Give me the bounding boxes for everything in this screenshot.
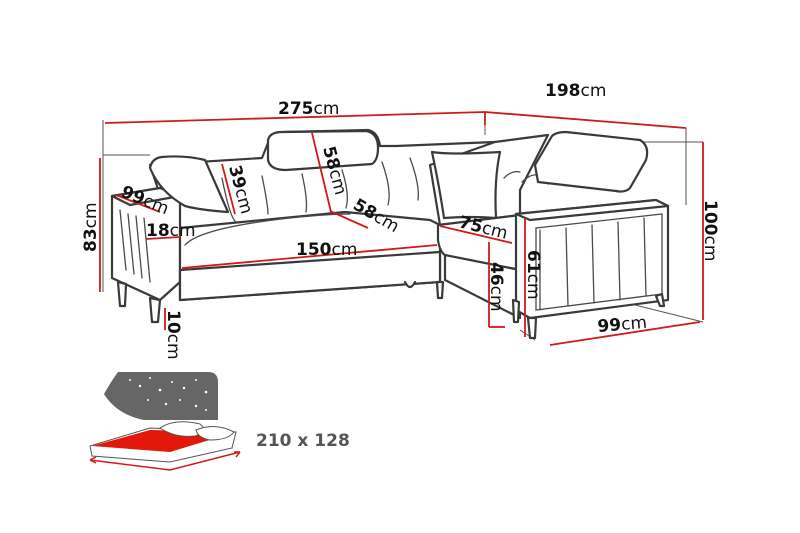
label-chaise-width: 99cm: [597, 313, 648, 337]
guide-lines: [102, 113, 704, 341]
label-armrest-height: 61cm: [523, 250, 543, 300]
label-seat-width: 150cm: [296, 240, 357, 260]
dimension-labels: 275cm 198cm 83cm 100cm 99cm 18cm 39cm 58…: [81, 81, 720, 360]
label-leg-height: 10cm: [163, 310, 183, 360]
label-total-width: 275cm: [278, 99, 339, 119]
label-backrest-height: 39cm: [224, 163, 256, 216]
label-seat-height: 46cm: [486, 262, 506, 312]
bed-with-starry-night-icon: [89, 372, 241, 471]
sleeping-area-size: 210 x 128: [256, 431, 350, 451]
label-height-right: 100cm: [700, 200, 720, 261]
label-armrest-width: 18cm: [146, 221, 196, 241]
label-height-left: 83cm: [81, 202, 101, 252]
sofa-right-section: [428, 130, 670, 340]
label-corner-depth: 198cm: [545, 81, 606, 101]
dimension-lines: [99, 111, 704, 346]
